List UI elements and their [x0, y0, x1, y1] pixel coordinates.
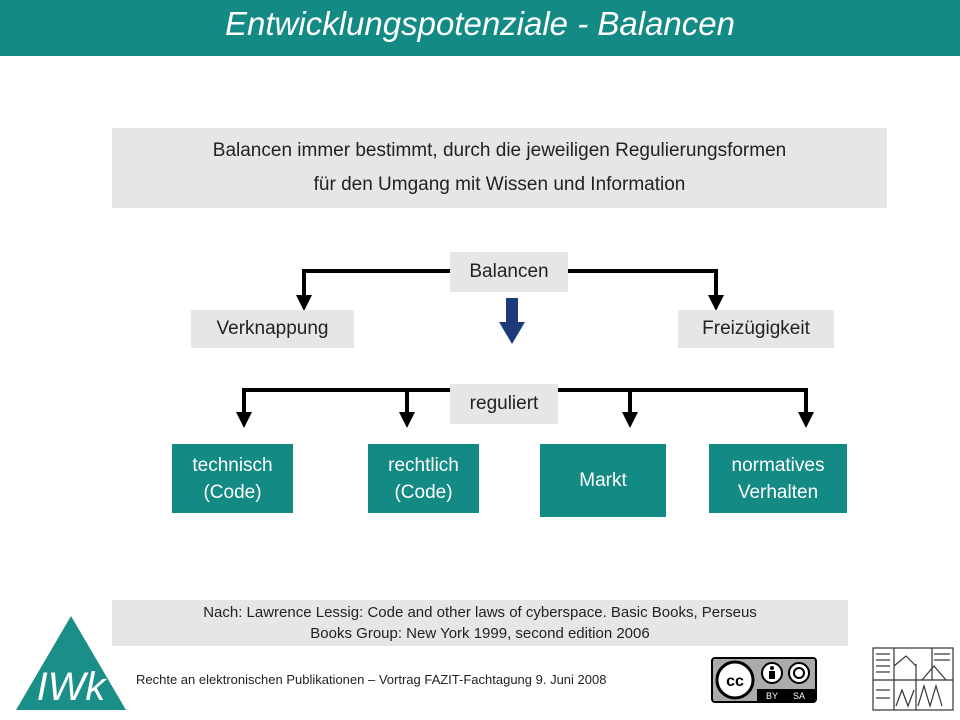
source-line-1: Nach: Lawrence Lessig: Code and other la… [203, 604, 757, 621]
box-markt-line-1: Markt [579, 470, 627, 491]
source-box: Nach: Lawrence Lessig: Code and other la… [112, 600, 848, 646]
iwk-logo-text: IWk [37, 665, 108, 709]
box-rechtlich-line-2: (Code) [394, 481, 453, 503]
balancen-box: Balancen [450, 252, 568, 292]
reguliert-box: reguliert [450, 384, 558, 424]
box-rechtlich-line-1: rechtlich [388, 454, 459, 476]
box-technisch-line-2: (Code) [203, 481, 262, 503]
source-line-2: Books Group: New York 1999, second editi… [310, 625, 650, 642]
box-rechtlich: rechtlich (Code) [368, 444, 479, 513]
intro-box: Balancen immer bestimmt, durch die jewei… [112, 128, 887, 208]
box-normatives: normatives Verhalten [709, 444, 847, 513]
svg-text:cc: cc [726, 673, 744, 690]
connector-lower-right [558, 388, 814, 428]
intro-line-1: Balancen immer bestimmt, durch die jewei… [212, 140, 787, 161]
connector-lower-left [236, 388, 450, 428]
cc-icon [715, 660, 755, 700]
page-title: Entwicklungspotenziale - Balancen [225, 5, 735, 42]
cc-by-sa-badge[interactable]: cc BY SA [711, 657, 817, 703]
sa-icon [788, 662, 810, 684]
title-bar [0, 0, 960, 56]
box-normatives-line-2: Verhalten [737, 481, 819, 503]
cc-sa-label: SA [793, 691, 805, 701]
footer-text: Rechte an elektronischen Publikationen –… [136, 672, 607, 687]
down-arrow-icon [499, 298, 525, 344]
box-technisch: technisch (Code) [172, 444, 293, 513]
box-normatives-line-1: normatives [731, 454, 825, 476]
iwk-logo: IWk [16, 616, 126, 710]
box-markt: Markt [540, 444, 666, 517]
cc-by-label: BY [766, 691, 778, 701]
connector-left-branch [296, 269, 450, 311]
building-logo-icon [872, 647, 954, 711]
verknappung-box: Verknappung [191, 310, 354, 348]
freizuegigkeit-box: Freizügigkeit [678, 310, 834, 348]
connector-right-branch [568, 269, 724, 311]
intro-line-2: für den Umgang mit Wissen und Informatio… [313, 174, 686, 195]
box-technisch-line-1: technisch [192, 454, 273, 476]
